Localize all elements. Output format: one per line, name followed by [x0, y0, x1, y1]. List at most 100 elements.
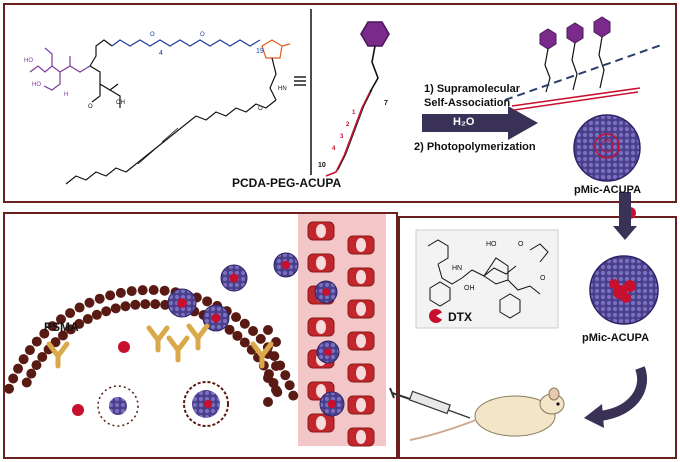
svg-text:O: O: [200, 32, 205, 38]
membrane-bead: [65, 308, 76, 319]
membrane-bead: [24, 345, 35, 356]
red-blood-cell-center: [316, 320, 326, 334]
micelle-drug-core: [327, 399, 337, 409]
membrane-bead: [255, 333, 266, 344]
svg-text:HO: HO: [24, 58, 33, 64]
svg-text:O: O: [258, 106, 263, 112]
membrane-bead: [26, 368, 37, 379]
peg-subscript-4: 4: [159, 50, 163, 57]
red-blood-cell-center: [356, 302, 366, 316]
loaded-micelle: [589, 255, 659, 325]
membrane-bead: [57, 330, 68, 341]
membrane-bead: [115, 287, 126, 298]
membrane-bead: [18, 354, 29, 365]
step1-line1: 1) Supramolecular: [424, 83, 520, 95]
red-blood-cell-center: [356, 430, 366, 444]
loading-arrow: [613, 192, 637, 240]
syringe-icon: [389, 387, 471, 419]
curved-arrow: [584, 366, 647, 428]
psma-receptors: [46, 323, 274, 369]
membrane-bead: [82, 314, 93, 325]
svg-text:HN: HN: [278, 86, 287, 92]
membrane-bead: [31, 360, 42, 371]
membrane-bead: [21, 377, 32, 388]
red-blood-cell-center: [356, 366, 366, 380]
membrane-bead: [50, 337, 61, 348]
micelle-drug-core: [324, 348, 332, 356]
drug-loading-panel: [398, 216, 677, 459]
free-drug: [72, 341, 130, 416]
dtx-structure: HO O HN OH O: [415, 229, 559, 329]
targeting-panel: [3, 212, 398, 459]
membrane-bead: [65, 324, 76, 335]
membrane-bead: [263, 373, 273, 383]
svg-text:O: O: [88, 104, 93, 110]
membrane-bead: [4, 383, 15, 394]
red-blood-cell-center: [316, 384, 326, 398]
red-blood-cell-center: [356, 398, 366, 412]
membrane-bead: [280, 370, 291, 381]
membrane-bead: [148, 285, 159, 296]
svg-text:OH: OH: [464, 285, 475, 292]
red-blood-cell-center: [356, 270, 366, 284]
red-blood-cell-center: [356, 334, 366, 348]
simplified-amphiphile: [325, 21, 390, 177]
micelle-drug-core: [281, 260, 291, 270]
svg-text:OH: OH: [116, 100, 125, 106]
membrane-bead: [105, 290, 116, 301]
psma-receptor: [250, 341, 274, 369]
membrane-bead: [231, 312, 242, 323]
endosomes: [97, 381, 229, 427]
membrane-bead: [74, 302, 85, 313]
chain-number-4: 4: [332, 146, 336, 152]
membrane-bead: [263, 325, 273, 335]
micelle-label-loaded: pMic-ACUPA: [582, 332, 650, 344]
circulating-micelles: [167, 252, 345, 417]
membrane-bead: [74, 318, 85, 329]
psma-receptor: [166, 335, 190, 363]
red-blood-cell-center: [316, 224, 326, 238]
reaction-arrow: [422, 106, 538, 140]
membrane-bead: [13, 363, 24, 374]
red-blood-cell-center: [356, 238, 366, 252]
svg-text:HN: HN: [452, 265, 462, 272]
svg-text:HO: HO: [486, 241, 497, 248]
membrane-bead: [31, 336, 42, 347]
micelle-drug-core: [177, 298, 187, 308]
membrane-bead: [271, 337, 281, 347]
membrane-bead: [37, 352, 48, 363]
micelle-drug-core: [229, 273, 239, 283]
membrane-bead: [248, 326, 259, 337]
membrane-bead: [110, 303, 121, 314]
peg-subscript-19: 19: [256, 48, 264, 55]
membrane-bead: [271, 385, 281, 395]
membrane-bead: [84, 297, 95, 308]
membrane-bead: [284, 380, 295, 391]
svg-text:O: O: [518, 241, 524, 248]
svg-text:O: O: [540, 275, 546, 282]
red-blood-cell-center: [316, 416, 326, 430]
svg-text:HO: HO: [32, 82, 41, 88]
drug-label: DTX: [448, 310, 472, 324]
equivalence-sign: [294, 76, 306, 86]
chain-number-7: 7: [384, 100, 388, 107]
membrane-bead: [101, 306, 112, 317]
membrane-bead: [140, 299, 151, 310]
membrane-bead: [202, 296, 213, 307]
membrane-bead: [288, 390, 299, 401]
micelle-assembly: [504, 16, 665, 182]
membrane-bead: [55, 314, 66, 325]
membrane-bead: [150, 299, 161, 310]
chain-number-1: 1: [352, 110, 356, 116]
svg-text:H: H: [64, 92, 68, 98]
membrane-bead: [232, 330, 243, 341]
micelle-drug-core: [211, 313, 221, 323]
acupa-ligand-structure: [29, 47, 91, 91]
membrane-bead: [39, 328, 50, 339]
membrane-bead: [47, 321, 58, 332]
receptor-label: PSMA: [44, 320, 79, 334]
membrane-bead: [263, 397, 273, 407]
